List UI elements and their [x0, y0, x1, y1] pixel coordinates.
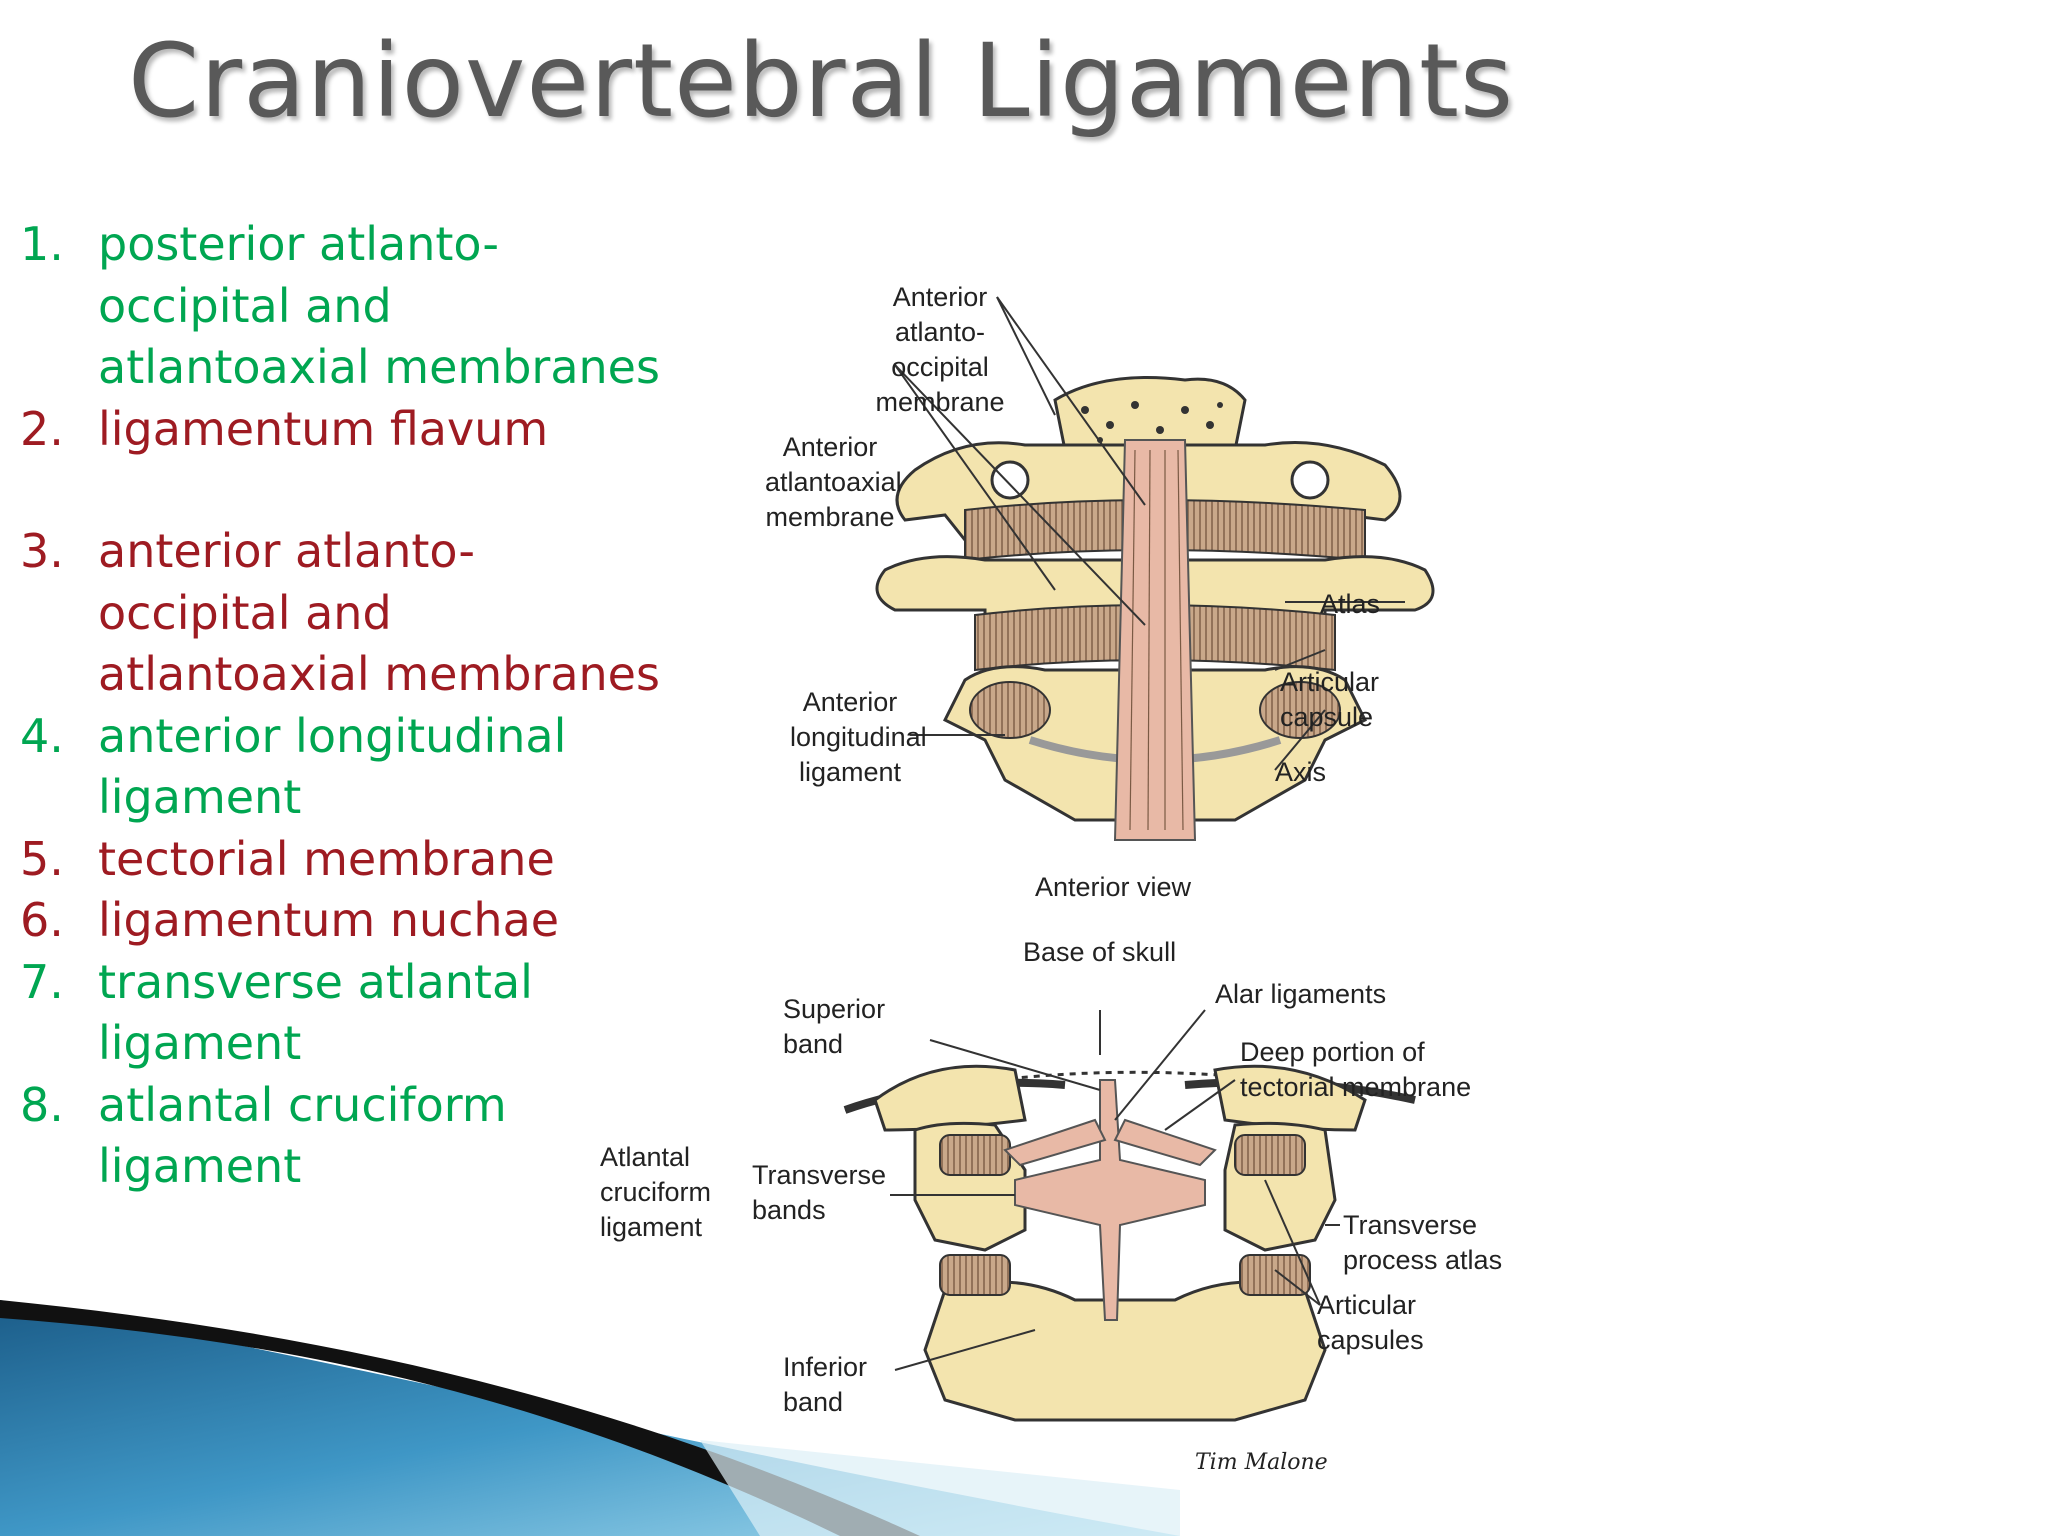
cruciform-view-drawing	[843, 1009, 1416, 1422]
label-articular-capsules: Articular capsules	[1317, 1290, 1424, 1355]
label-anterior-longitudinal-ligament: Anterior longitudinal ligament	[790, 687, 927, 787]
label-axis: Axis	[1275, 757, 1327, 787]
label-transverse-process-atlas: Transverse process atlas	[1343, 1210, 1503, 1275]
label-atlas: Atlas	[1320, 589, 1381, 619]
list-item: 4.anterior longitudinal ligament	[20, 708, 567, 825]
artist-signature: Tim Malone	[1195, 1450, 1328, 1475]
list-item: 6.ligamentum nuchae	[20, 893, 560, 947]
ligament-figure: Anterior atlanto-occipital membrane Ante…	[600, 240, 1995, 1530]
anterior-view-drawing	[875, 296, 1435, 841]
label-anterior-atlantoaxial-membrane: Anterior atlantoaxial membrane	[765, 432, 902, 532]
vertebra-illustration	[843, 296, 1435, 1422]
label-deep-tectorial-membrane: Deep portion of tectorial membrane	[1240, 1037, 1472, 1102]
label-superior-band: Superior band	[783, 994, 886, 1059]
slide-title: Craniovertebral Ligaments	[128, 22, 1515, 141]
list-item: 3.anterior atlanto-occipital and atlanto…	[20, 524, 660, 701]
label-articular-capsule: Articular capsule	[1280, 667, 1380, 732]
label-atlantal-cruciform-ligament: Atlantal cruciform ligament	[600, 1142, 712, 1242]
decorative-swoosh	[0, 1300, 1180, 1536]
label-alar-ligaments: Alar ligaments	[1215, 979, 1387, 1009]
label-base-of-skull: Base of skull	[1023, 937, 1177, 967]
list-item: 5.tectorial membrane	[20, 831, 555, 886]
label-anterior-atlanto-occipital-membrane: Anterior atlanto-occipital membrane	[875, 282, 1005, 417]
label-inferior-band: Inferior band	[783, 1352, 868, 1417]
list-item: 2.ligamentum flavum	[20, 401, 549, 456]
list-item: 8.atlantal cruciform ligament	[20, 1077, 507, 1194]
caption-anterior-view: Anterior view	[1035, 872, 1192, 902]
label-transverse-bands: Transverse bands	[752, 1160, 887, 1225]
list-item: 7.transverse atlantal ligament	[20, 954, 533, 1071]
ligament-list: 1.posterior atlanto-occipital and atlant…	[20, 214, 660, 1198]
list-item: 1.posterior atlanto-occipital and atlant…	[20, 217, 660, 394]
